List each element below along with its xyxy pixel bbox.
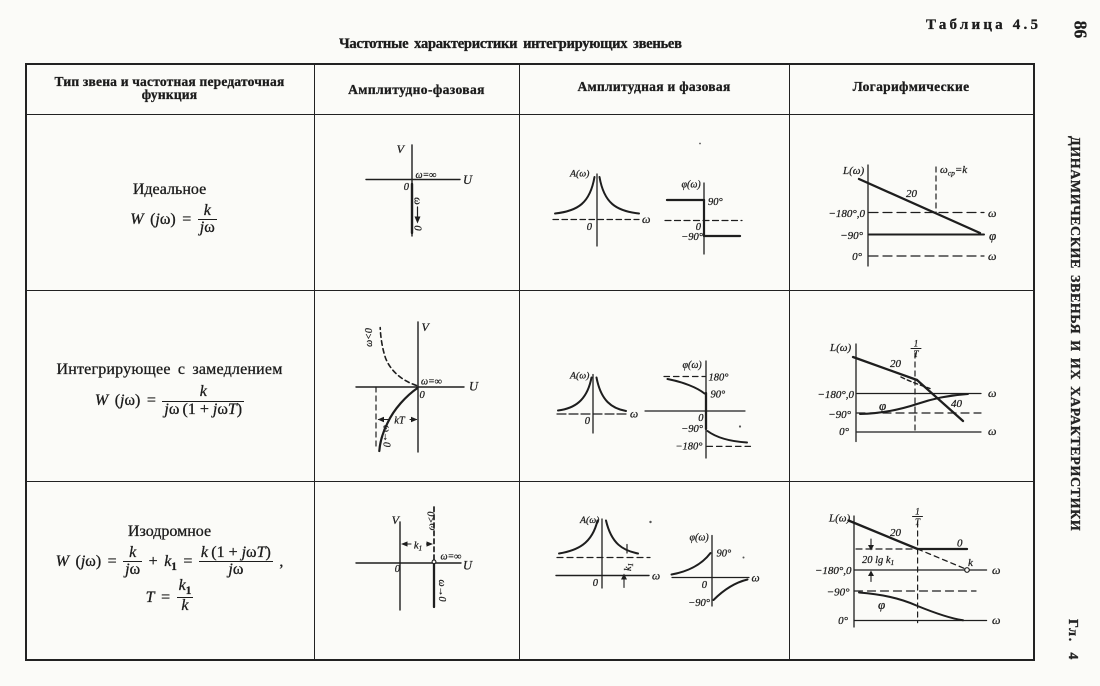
svg-text:1: 1: [914, 339, 919, 349]
svg-text:ω→0: ω→0: [381, 425, 392, 447]
svg-text:ω: ω: [988, 249, 996, 263]
svg-text:90°: 90°: [708, 197, 724, 208]
svg-text:−90°: −90°: [827, 587, 850, 599]
svg-text:ω: ω: [642, 212, 650, 226]
svg-text:−180°,0: −180°,0: [815, 565, 852, 577]
svg-text:ω<0: ω<0: [364, 328, 375, 347]
svg-text:k: k: [968, 557, 974, 569]
svg-text:A(ω): A(ω): [579, 515, 599, 526]
svg-text:−90°: −90°: [828, 409, 851, 421]
svg-text:U: U: [463, 173, 473, 187]
svg-text:φ(ω): φ(ω): [682, 180, 702, 191]
svg-text:k1: k1: [623, 563, 635, 571]
svg-text:ω: ω: [630, 409, 638, 421]
svg-text:20: 20: [906, 188, 918, 200]
svg-text:kT: kT: [394, 416, 406, 427]
svg-text:ω=∞: ω=∞: [416, 170, 437, 181]
svg-text:0: 0: [395, 564, 401, 575]
svg-text:20: 20: [890, 358, 902, 370]
svg-text:0: 0: [585, 416, 591, 427]
svg-text:20: 20: [890, 527, 902, 539]
svg-text:U: U: [469, 380, 479, 394]
svg-text:ωср=k: ωср=k: [940, 164, 968, 178]
svg-text:ω=∞: ω=∞: [421, 377, 442, 388]
svg-text:−180°,0: −180°,0: [817, 389, 854, 401]
svg-text:1: 1: [915, 507, 920, 517]
svg-text:40: 40: [951, 398, 963, 410]
svg-text:−90°: −90°: [681, 232, 704, 243]
svg-text:ω: ω: [988, 206, 996, 220]
svg-text:−90°: −90°: [681, 424, 704, 435]
svg-text:0°: 0°: [839, 426, 850, 438]
svg-text:ω: ω: [652, 571, 660, 583]
svg-text:−180°,0: −180°,0: [828, 208, 865, 220]
svg-text:ω=∞: ω=∞: [441, 552, 462, 563]
svg-text:ω: ω: [992, 613, 1000, 627]
svg-text:k1: k1: [414, 541, 422, 553]
svg-text:0: 0: [698, 413, 704, 424]
svg-text:−180°: −180°: [675, 442, 703, 453]
svg-text:A(ω): A(ω): [569, 371, 589, 382]
svg-text:φ: φ: [878, 597, 885, 612]
svg-text:ω: ω: [412, 197, 423, 204]
svg-text:ω: ω: [752, 573, 760, 585]
svg-text:φ(ω): φ(ω): [683, 360, 703, 371]
svg-text:ω→0: ω→0: [436, 579, 447, 601]
svg-text:T: T: [915, 517, 921, 527]
svg-text:V: V: [392, 513, 401, 527]
svg-text:0: 0: [696, 222, 702, 233]
svg-text:L(ω): L(ω): [829, 342, 852, 354]
svg-text:90°: 90°: [711, 390, 727, 401]
svg-text:A(ω): A(ω): [569, 169, 589, 180]
svg-text:0: 0: [420, 390, 426, 401]
svg-text:0: 0: [412, 225, 423, 231]
svg-text:φ: φ: [879, 398, 886, 413]
svg-text:180°: 180°: [709, 373, 730, 384]
svg-text:φ: φ: [989, 228, 996, 243]
svg-text:0°: 0°: [852, 251, 863, 263]
svg-text:0: 0: [404, 182, 410, 193]
svg-text:0: 0: [587, 222, 593, 233]
svg-text:V: V: [397, 142, 406, 156]
svg-text:L(ω): L(ω): [842, 165, 865, 177]
svg-text:ω: ω: [988, 424, 996, 438]
svg-text:−90°: −90°: [840, 230, 863, 242]
svg-text:L(ω): L(ω): [828, 513, 851, 525]
svg-text:0°: 0°: [838, 615, 849, 627]
svg-text:V: V: [422, 320, 431, 334]
svg-text:ω: ω: [992, 563, 1000, 577]
svg-text:ω: ω: [988, 386, 996, 400]
svg-text:ω<0: ω<0: [427, 512, 438, 531]
svg-text:U: U: [463, 559, 473, 573]
svg-text:0: 0: [702, 580, 708, 591]
svg-text:T: T: [913, 349, 919, 359]
svg-text:0: 0: [957, 538, 963, 550]
svg-text:20 lg k1: 20 lg k1: [862, 555, 894, 567]
svg-text:−90°: −90°: [688, 598, 711, 609]
svg-text:0: 0: [593, 578, 599, 589]
svg-text:90°: 90°: [717, 549, 733, 560]
svg-text:φ(ω): φ(ω): [690, 533, 710, 544]
